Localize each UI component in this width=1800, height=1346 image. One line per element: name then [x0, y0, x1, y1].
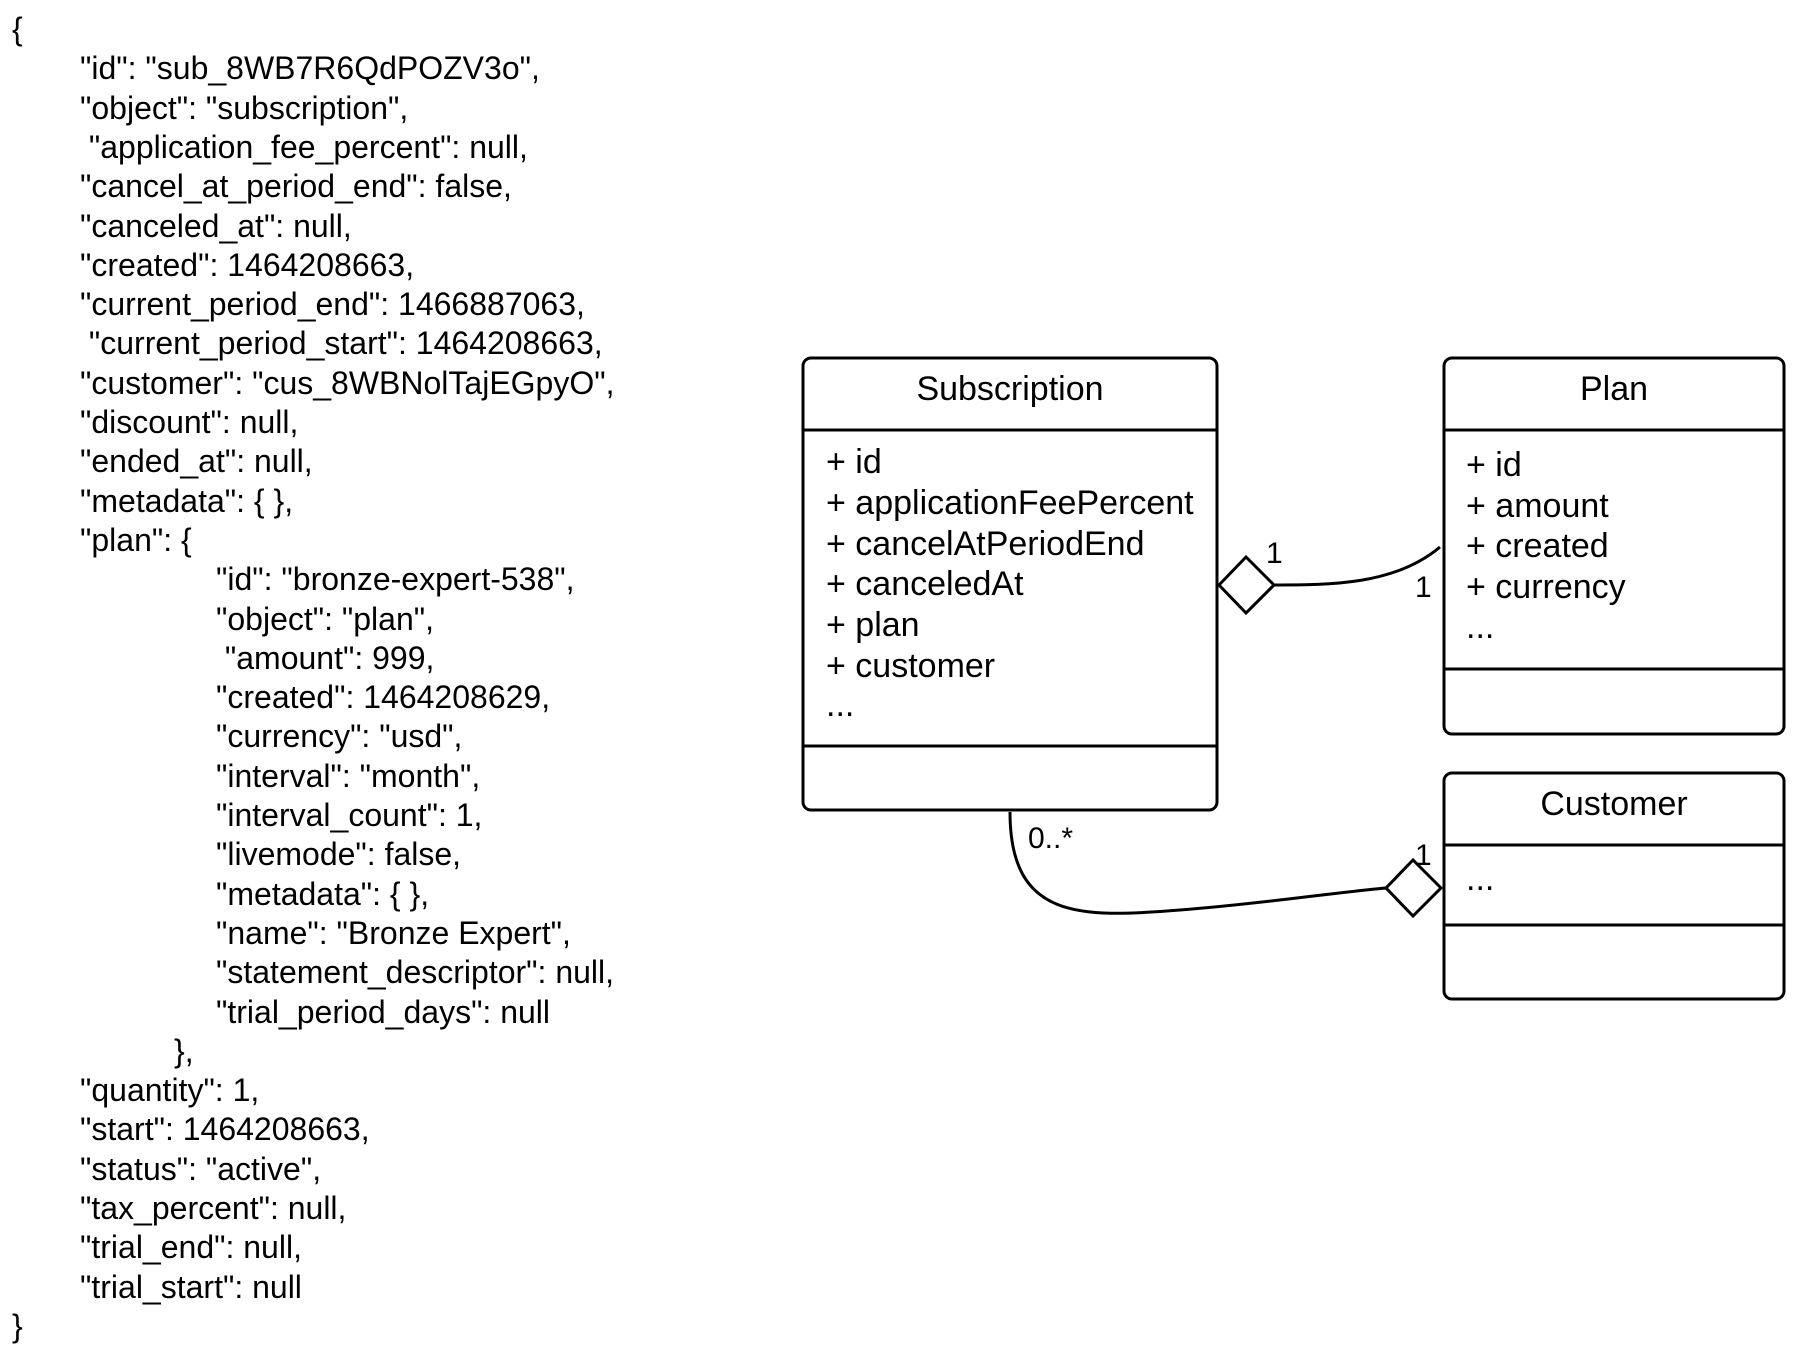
json-line: "metadata": { },	[216, 875, 430, 912]
plan-attribute: + currency	[1466, 568, 1626, 606]
json-line: }	[12, 1307, 23, 1344]
json-line: "object": "subscription",	[80, 89, 409, 126]
json-line: "current_period_end": 1466887063,	[80, 286, 585, 323]
subscription-plan-multiplicity-plan: 1	[1415, 571, 1432, 604]
json-line: "statement_descriptor": null,	[216, 954, 615, 991]
subscription-class: Subscription + id + applicationFeePercen…	[801, 356, 1219, 812]
json-line: "id": "sub_8WB7R6QdPOZV3o",	[80, 50, 540, 87]
json-line: "name": "Bronze Expert",	[216, 914, 571, 951]
plan-attribute: + id	[1466, 446, 1522, 484]
json-line: "customer": "cus_8WBNolTajEGpyO",	[80, 364, 615, 401]
json-line: "ended_at": null,	[80, 443, 313, 480]
json-line: "quantity": 1,	[80, 1072, 260, 1109]
customer-attribute: ...	[1466, 860, 1494, 898]
subscription-plan-multiplicity-subscription: 1	[1266, 537, 1283, 570]
json-line: "metadata": { },	[80, 482, 294, 519]
customer-aggregation-diamond	[1383, 857, 1444, 919]
subscription-class-box	[801, 356, 1219, 812]
json-panel: { "id": "sub_8WB7R6QdPOZV3o","object": "s…	[0, 0, 760, 1344]
subscription-attribute: + applicationFeePercent	[826, 484, 1194, 522]
subscription-customer-multiplicity-customer: 1	[1415, 839, 1432, 872]
subscription-aggregation-diamond	[1216, 554, 1277, 616]
subscription-attribute: ...	[826, 686, 854, 724]
json-line: "current_period_start": 1464208663,	[80, 325, 603, 362]
customer-class-name: Customer	[1540, 785, 1687, 823]
subscription-attribute: + customer	[826, 647, 995, 685]
subscription-class-name: Subscription	[916, 370, 1103, 408]
json-line: "status": "active",	[80, 1150, 322, 1187]
subscription-attribute: + cancelAtPeriodEnd	[826, 525, 1144, 563]
json-line: "created": 1464208629,	[216, 679, 551, 716]
json-line: "application_fee_percent": null,	[80, 128, 528, 165]
plan-class-box	[1442, 356, 1786, 736]
json-line: "trial_start": null	[80, 1268, 302, 1305]
json-line: "object": "plan",	[216, 600, 434, 637]
json-line: "trial_period_days": null	[216, 993, 551, 1030]
subscription-attribute: + id	[826, 443, 882, 481]
customer-class: Customer ...	[1442, 771, 1786, 1001]
subscription-attribute: + plan	[826, 606, 920, 644]
subscription-customer-multiplicity-subscription: 0..*	[1028, 822, 1073, 855]
json-line: "cancel_at_period_end": false,	[80, 168, 512, 205]
json-line: "amount": 999,	[216, 639, 435, 676]
subscription-attribute: + canceledAt	[826, 565, 1024, 603]
plan-class-name: Plan	[1580, 370, 1648, 408]
json-line: {	[12, 11, 23, 47]
customer-class-box	[1442, 771, 1786, 1001]
json-line: "id": "bronze-expert-538",	[216, 561, 575, 598]
json-line: "currency": "usd",	[216, 718, 463, 755]
json-line: "plan": {	[80, 521, 192, 558]
json-line: "canceled_at": null,	[80, 207, 352, 244]
plan-attribute: + created	[1466, 527, 1609, 565]
json-line: "interval_count": 1,	[216, 797, 483, 833]
json-line: },	[174, 1032, 194, 1069]
plan-attribute: + amount	[1466, 487, 1609, 525]
json-line: "trial_end": null,	[80, 1229, 302, 1266]
json-line: "created": 1464208663,	[80, 246, 415, 283]
plan-attribute: ...	[1466, 608, 1494, 646]
json-line: "start": 1464208663,	[80, 1111, 370, 1148]
json-line: "discount": null,	[80, 404, 299, 440]
json-line: "interval": "month",	[216, 757, 481, 794]
json-line: "tax_percent": null,	[80, 1190, 347, 1226]
plan-class: Plan + id + amount + created + currency …	[1442, 356, 1786, 736]
subscription-customer-association-line	[1008, 811, 1387, 915]
json-line: "livemode": false,	[216, 836, 462, 873]
subscription-plan-association-line	[1273, 545, 1441, 587]
